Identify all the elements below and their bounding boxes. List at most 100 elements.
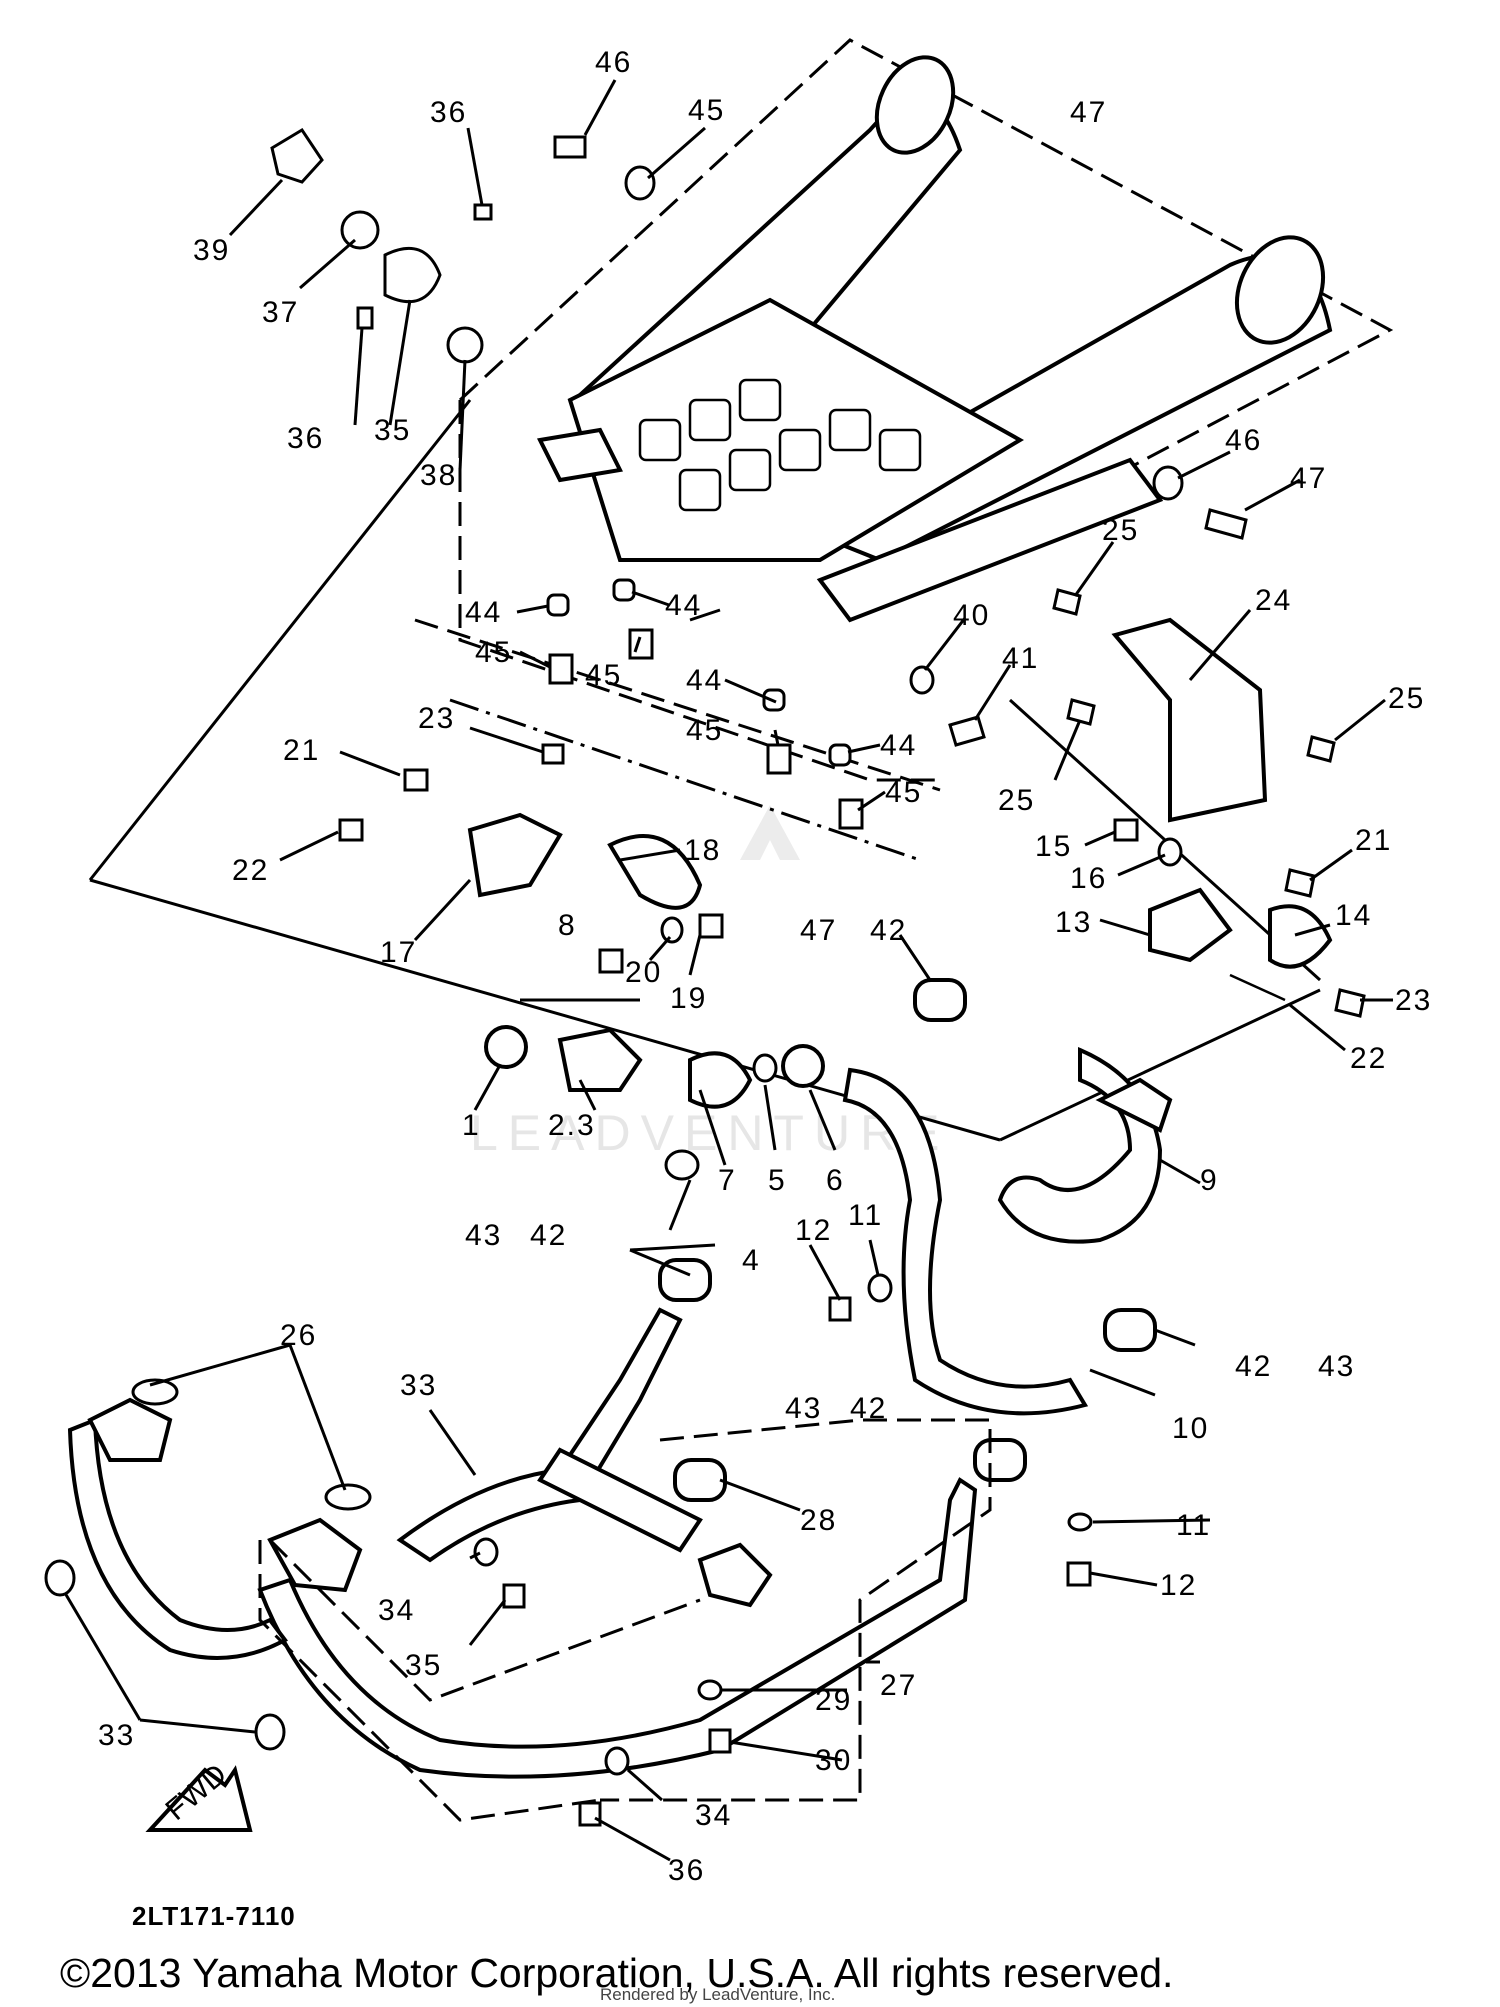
- label-part-42-d: 43: [785, 1392, 822, 1425]
- part-32-cap-a: [44, 1559, 76, 1597]
- muffler-body: [537, 55, 1333, 623]
- part-31-pipe: [396, 1307, 683, 1563]
- label-part-43-d: 42: [850, 1392, 887, 1425]
- part-26-gasket-a: [131, 1378, 179, 1406]
- label-part-33: 34: [378, 1594, 415, 1627]
- label-part-43-c: 42: [1235, 1350, 1272, 1383]
- label-part-29: 29: [815, 1684, 852, 1717]
- label-part-10: 10: [1172, 1412, 1209, 1445]
- part-34-bolt-a: [502, 1583, 526, 1609]
- part-12-bolt-mid: [828, 1296, 852, 1322]
- label-part-5: 5: [768, 1164, 787, 1197]
- part-44-collar-a: [546, 593, 570, 617]
- label-part-33: 34: [695, 1799, 732, 1832]
- part-27-outline: [600, 1418, 992, 1802]
- part-27-outline-lower: [258, 1540, 601, 1822]
- label-part-44: 44: [880, 729, 917, 762]
- label-part-38: 38: [420, 459, 457, 492]
- label-part-7: 7: [718, 1164, 737, 1197]
- label-part-37: 37: [262, 296, 299, 329]
- label-part-44: 44: [665, 589, 702, 622]
- label-part-21: 21: [283, 734, 320, 767]
- label-part-47: 47: [1290, 462, 1327, 495]
- part-46-washer-top: [624, 165, 656, 201]
- label-part-42-43-a: 47: [800, 914, 837, 947]
- part-22-bolt-left: [338, 818, 364, 842]
- label-part-12: 12: [1160, 1569, 1197, 1602]
- part-26-gasket-b: [324, 1483, 372, 1511]
- leader-lines: [63, 79, 1393, 1862]
- label-part-44: 44: [465, 596, 502, 629]
- part-18-bracket: [607, 834, 703, 910]
- part-19-bolt: [698, 913, 724, 939]
- label-part-22: 22: [232, 854, 269, 887]
- label-part-25: 25: [1388, 682, 1425, 715]
- part-5-ring: [752, 1053, 778, 1083]
- part-labels: 46 45 47 36 39 37 36 35 38 46 47 25 24 2…: [98, 46, 1432, 1931]
- part-34-bolt-b: [578, 1801, 602, 1827]
- part-26-flange-a: [87, 1397, 173, 1462]
- part-13-bracket: [1148, 887, 1233, 963]
- part-11-washer-mid: [867, 1273, 893, 1303]
- part-23-bolt-left: [541, 743, 565, 765]
- part-22-bolt-right: [1229, 973, 1286, 1002]
- label-part-46: 46: [1225, 424, 1262, 457]
- part-47-bolt-top: [553, 135, 587, 159]
- label-part-15: 15: [1035, 830, 1072, 863]
- part-12-bolt-low: [1066, 1561, 1092, 1587]
- part-32-pipe: [67, 1417, 288, 1660]
- exhaust-pipes: [44, 1046, 1173, 1827]
- part-28-sleeve: [673, 1458, 727, 1502]
- label-part-23: 23: [418, 702, 455, 735]
- part-30-bolt: [708, 1728, 732, 1754]
- small-parts: [270, 127, 1366, 1587]
- label-part-18: 18: [684, 834, 721, 867]
- part-1-gasket: [484, 1025, 528, 1069]
- part-9-flange: [1095, 1077, 1173, 1133]
- label-part-17: 17: [380, 936, 417, 969]
- part-14-bracket: [1268, 904, 1333, 969]
- part-25-bolt-c: [1306, 735, 1336, 763]
- label-part-28: 28: [800, 1504, 837, 1537]
- part-27-pipe: [257, 1477, 978, 1779]
- label-part-41: 41: [1002, 642, 1039, 675]
- label-part-39: 39: [193, 234, 230, 267]
- part-21-bolt-right: [1284, 868, 1316, 898]
- label-part-45: 45: [885, 776, 922, 809]
- part-24-plate: [1111, 617, 1268, 823]
- part-45-bolt-c: [766, 743, 792, 775]
- part-45-bolt-a: [548, 653, 574, 685]
- label-part-42-c: 43: [1318, 1350, 1355, 1383]
- part-43-sleeve-b: [658, 1258, 712, 1302]
- label-part-22: 22: [1350, 1042, 1387, 1075]
- part-37-grommet: [340, 210, 380, 250]
- part-47-bolt-right: [1204, 508, 1248, 540]
- footer: ©2013 Yamaha Motor Corporation, U.S.A. A…: [60, 1950, 1173, 2004]
- label-part-4: 4: [742, 1244, 761, 1277]
- part-39-cap: [270, 127, 324, 184]
- part-33-washer-a: [473, 1537, 499, 1567]
- part-36-screw-top: [473, 203, 493, 221]
- label-part-42: 47: [1070, 96, 1107, 129]
- label-part-21: 21: [1355, 824, 1392, 857]
- label-part-23: 23: [1395, 984, 1432, 1017]
- label-part-30: 30: [815, 1744, 852, 1777]
- label-part-45: 45: [475, 636, 512, 669]
- label-part-11: 11: [848, 1199, 883, 1232]
- part-8-bolt: [598, 948, 624, 974]
- muffler-assembly-outline: [88, 38, 1394, 1142]
- label-part-6: 6: [826, 1164, 845, 1197]
- label-part-19: 19: [670, 982, 707, 1015]
- part-27-flange: [697, 1542, 773, 1608]
- part-43-sleeve-d: [973, 1438, 1027, 1482]
- part-38-grommet: [446, 326, 484, 364]
- part-17-bracket: [467, 812, 563, 898]
- part-16-washer: [1157, 837, 1183, 867]
- part-33-washer-b: [604, 1746, 630, 1776]
- part-10-pipe: [842, 1067, 1089, 1416]
- forward-arrow-icon: FWD: [145, 1758, 253, 1832]
- label-part-45: 45: [686, 714, 723, 747]
- label-part-47: 46: [595, 46, 632, 79]
- part-40-washer: [909, 665, 935, 695]
- part-44-collar-d: [828, 743, 852, 767]
